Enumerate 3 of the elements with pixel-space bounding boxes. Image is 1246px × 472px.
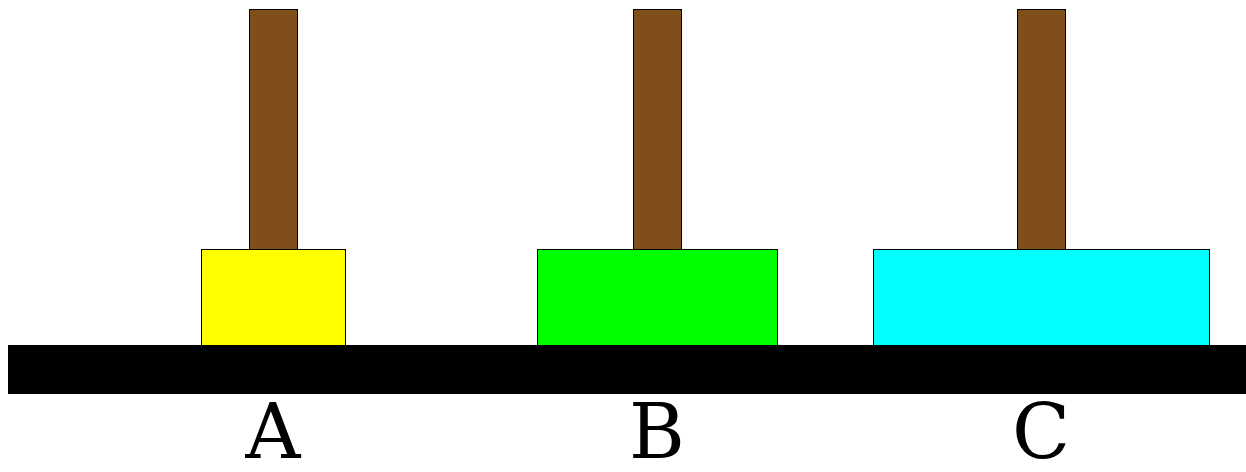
peg-label: B [628, 392, 686, 472]
peg-label: C [1010, 392, 1072, 472]
peg-label: A [244, 392, 302, 472]
